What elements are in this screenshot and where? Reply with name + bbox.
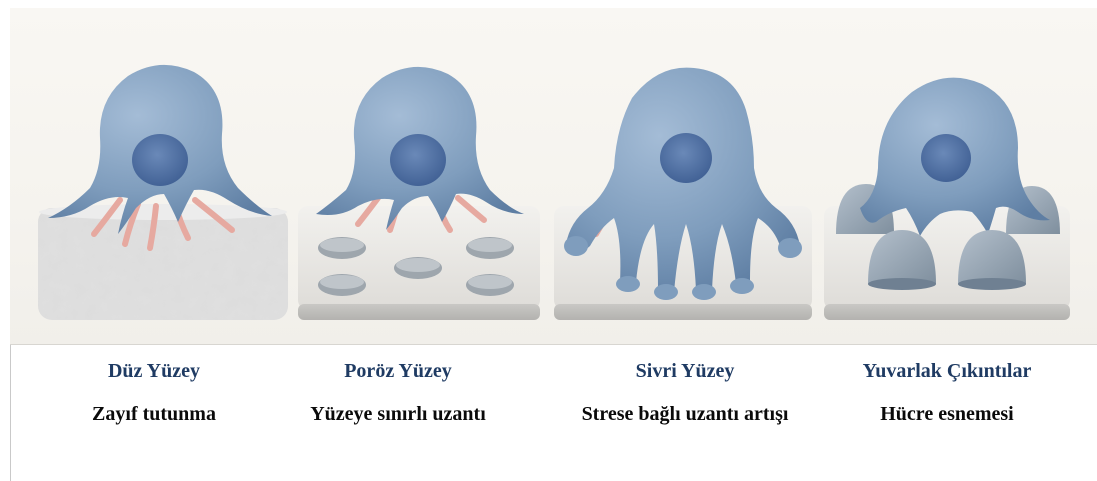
panel-3-description: Strese bağlı uzantı artışı bbox=[550, 403, 820, 426]
panel-2-description: Yüzeye sınırlı uzantı bbox=[263, 403, 533, 426]
panel-2-porous-surface bbox=[298, 67, 540, 320]
cell-nucleus bbox=[132, 134, 188, 186]
panel-3-spiked-surface bbox=[554, 68, 812, 320]
panel-3-title: Sivri Yüzey bbox=[555, 360, 815, 383]
panel-1-title: Düz Yüzey bbox=[24, 360, 284, 383]
panel-1-description: Zayıf tutunma bbox=[19, 403, 289, 426]
rough-texture bbox=[38, 208, 288, 320]
panel-4-rounded-bumps bbox=[824, 78, 1070, 320]
panel-4-title: Yuvarlak Çıkıntılar bbox=[817, 360, 1077, 383]
panel-2-title: Poröz Yüzey bbox=[268, 360, 528, 383]
cell-nucleus bbox=[921, 134, 971, 182]
cell-surface-illustration bbox=[10, 8, 1097, 345]
panel-1-rough-surface bbox=[38, 65, 288, 320]
cell-nucleus bbox=[660, 133, 712, 183]
illustration-svg bbox=[10, 8, 1097, 344]
cell-nucleus bbox=[390, 134, 446, 186]
panel-4-description: Hücre esnemesi bbox=[812, 403, 1082, 426]
